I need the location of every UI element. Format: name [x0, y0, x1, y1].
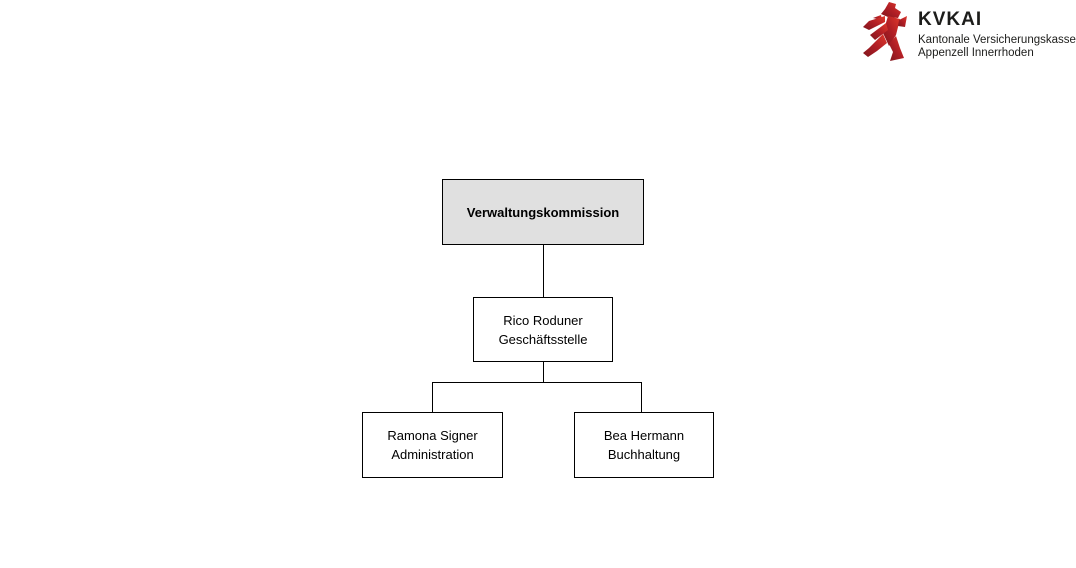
brand-wordmark: KVKAI — [918, 9, 983, 30]
logo-text-block: KVKAI Kantonale Versicherungskasse Appen… — [918, 10, 1076, 59]
connector-drop-right — [641, 383, 642, 412]
logo-tagline-line2: Appenzell Innerrhoden — [918, 46, 1034, 59]
connector-mid-stub — [543, 362, 544, 383]
org-node-geschaeftsstelle: Rico Roduner Geschäftsstelle — [473, 297, 613, 362]
kvkai-logo: KVKAI Kantonale Versicherungskasse Appen… — [862, 2, 1076, 64]
logo-tagline-line1: Kantonale Versicherungskasse — [918, 34, 1076, 46]
appenzell-bear-icon — [863, 2, 907, 61]
org-node-name: Rico Roduner — [503, 312, 583, 328]
org-node-name: Ramona Signer — [387, 428, 478, 443]
connector-drop-left — [432, 383, 433, 412]
org-node-label: Verwaltungskommission — [466, 204, 620, 220]
org-node-name: Bea Hermann — [603, 428, 685, 443]
org-node-verwaltungskommission: Verwaltungskommission — [442, 179, 644, 245]
org-node-buchhaltung: Bea Hermann Buchhaltung — [574, 412, 714, 478]
org-node-role: Buchhaltung — [607, 447, 681, 462]
org-node-role: Administration — [391, 447, 474, 462]
connector-horizontal-bar — [432, 382, 642, 383]
org-node-administration: Ramona Signer Administration — [362, 412, 503, 478]
connector-root-to-mid — [543, 245, 544, 297]
org-node-role: Geschäftsstelle — [498, 331, 588, 347]
